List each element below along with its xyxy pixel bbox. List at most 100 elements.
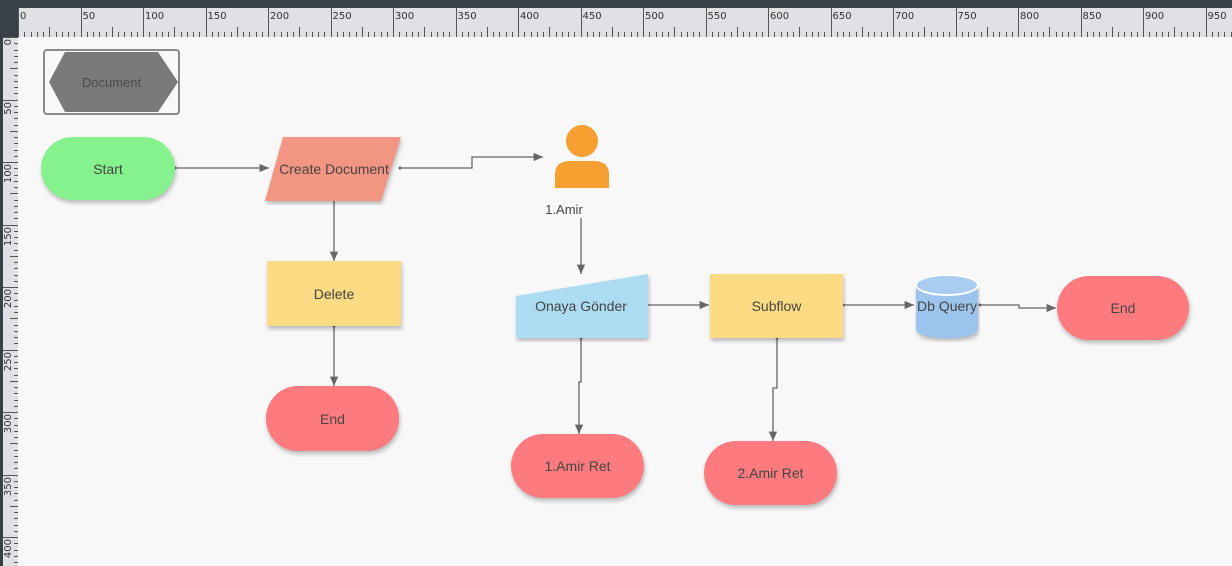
ruler-tick <box>61 32 63 37</box>
ruler-tick <box>561 32 563 37</box>
ruler-tick <box>14 312 18 313</box>
ruler-tick <box>36 32 38 37</box>
ruler-tick <box>14 337 18 338</box>
ruler-tick <box>14 543 18 545</box>
ruler-tick <box>218 32 219 37</box>
ruler-tick <box>155 32 157 37</box>
ruler-tick <box>574 32 576 37</box>
ruler-tick <box>880 32 882 37</box>
ruler-tick <box>886 32 888 37</box>
ruler-tick <box>393 8 394 37</box>
create-document-node[interactable]: Create Document <box>267 137 401 200</box>
ruler-tick <box>10 130 18 132</box>
database-shape <box>915 274 979 338</box>
ruler-tick <box>386 32 388 37</box>
start-node[interactable]: Start <box>41 137 175 200</box>
user-actor-icon[interactable] <box>552 124 612 190</box>
ruler-tick <box>249 32 251 37</box>
ruler-tick <box>111 27 113 37</box>
ruler-left-label: 250 <box>3 351 14 371</box>
db-query-node[interactable]: Db Query <box>910 292 984 320</box>
ruler-tick <box>318 32 319 37</box>
ruler-tick <box>1136 32 1138 37</box>
ruler-tick <box>14 280 18 282</box>
ruler-tick <box>1124 32 1126 37</box>
ruler-tick <box>1043 32 1044 37</box>
ruler-tick <box>186 32 188 37</box>
ruler-tick <box>14 274 18 276</box>
ruler-top-label: 900 <box>1145 11 1165 22</box>
onaya-gonder-node[interactable]: Onaya Gönder <box>514 274 648 338</box>
ruler-tick <box>93 32 94 37</box>
ruler-tick <box>14 530 18 532</box>
ruler-tick <box>14 49 18 51</box>
subflow-node[interactable]: Subflow <box>710 274 843 338</box>
ruler-tick <box>843 32 844 37</box>
ruler-tick <box>1061 32 1063 37</box>
ruler-tick <box>10 255 18 257</box>
ruler-top-label: 350 <box>457 11 477 22</box>
ruler-tick <box>3 537 18 538</box>
ruler-tick <box>80 8 82 37</box>
amir-ret-2-node[interactable]: 2.Amir Ret <box>704 441 837 505</box>
ruler-tick <box>43 32 44 37</box>
ruler-tick <box>1143 8 1144 37</box>
ruler-tick <box>10 318 18 320</box>
ruler-tick <box>430 32 432 37</box>
ruler-tick <box>14 518 18 520</box>
ruler-tick <box>14 468 18 470</box>
ruler-tick <box>1168 32 1169 37</box>
ruler-tick <box>14 174 18 176</box>
ruler-tick <box>811 32 813 37</box>
ruler-tick <box>955 8 957 37</box>
ruler-top-label: 650 <box>832 11 852 22</box>
ruler-tick <box>10 505 18 507</box>
ruler-tick <box>380 32 382 37</box>
ruler-tick <box>14 143 18 145</box>
ruler-top-label: 950 <box>1207 11 1227 22</box>
ruler-tick <box>174 27 176 37</box>
ruler-tick <box>499 32 501 37</box>
ruler-tick <box>443 32 444 37</box>
ruler-tick <box>1099 32 1101 37</box>
ruler-tick <box>943 32 944 37</box>
create-document-label: Create Document <box>279 160 389 177</box>
ruler-tick <box>699 32 701 37</box>
ruler-tick <box>436 32 438 37</box>
amir-ret-2-label: 2.Amir Ret <box>737 465 804 481</box>
ruler-tick <box>14 424 18 426</box>
ruler-tick <box>14 374 18 376</box>
end-node-left[interactable]: End <box>266 386 399 451</box>
ruler-tick <box>1055 32 1057 37</box>
ruler-tick <box>724 32 726 37</box>
ruler-tick <box>1199 32 1201 37</box>
ruler-tick <box>899 32 901 37</box>
ruler-tick <box>86 32 88 37</box>
ruler-tick <box>105 32 107 37</box>
ruler-tick <box>455 8 457 37</box>
onaya-gonder-shape <box>516 274 648 338</box>
ruler-tick <box>10 380 18 382</box>
ruler-tick <box>3 474 18 476</box>
ruler-tick <box>749 32 751 37</box>
end-node-right[interactable]: End <box>1057 276 1189 340</box>
ruler-tick <box>655 32 657 37</box>
delete-node[interactable]: Delete <box>267 261 401 326</box>
ruler-tick <box>743 32 744 37</box>
ruler-tick <box>1205 8 1207 37</box>
ruler-tick <box>680 32 682 37</box>
ruler-tick <box>399 32 401 37</box>
ruler-tick <box>14 437 18 438</box>
ruler-tick <box>3 162 18 163</box>
amir-ret-1-node[interactable]: 1.Amir Ret <box>511 434 644 498</box>
ruler-tick <box>874 32 876 37</box>
ruler-tick <box>14 343 18 345</box>
document-hexagon-shape <box>49 52 178 112</box>
ruler-tick <box>624 32 626 37</box>
palette-document-item[interactable]: Document <box>43 49 180 115</box>
ruler-tick <box>705 8 707 37</box>
ruler-top-label: 150 <box>207 11 227 22</box>
ruler-tick <box>1174 27 1176 37</box>
ruler-tick <box>49 27 51 37</box>
ruler-tick <box>1011 32 1013 37</box>
